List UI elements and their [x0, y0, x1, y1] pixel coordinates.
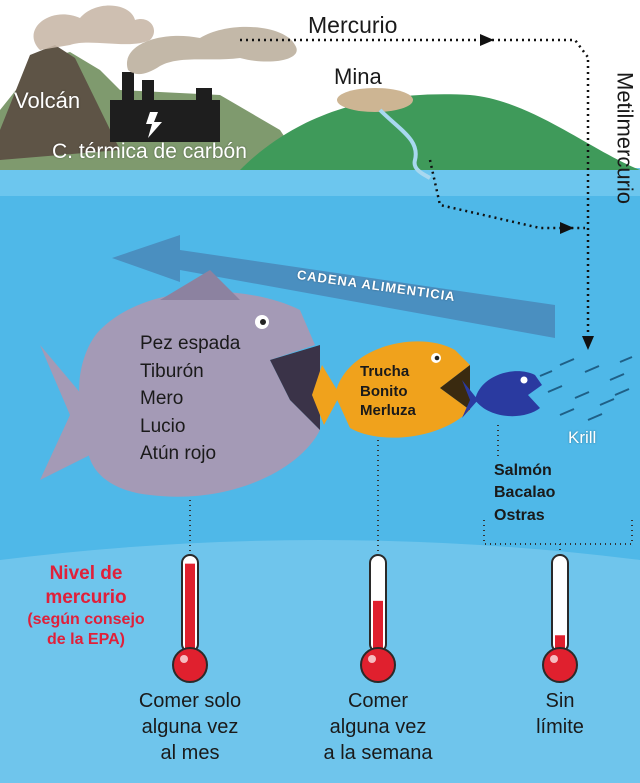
- food-chain-arrow: [112, 235, 555, 338]
- mercury-level-title: Nivel de mercurio (según consejo de la E…: [6, 562, 166, 650]
- thermometer-bulb: [172, 647, 208, 683]
- volcano: [0, 45, 120, 160]
- volcano-smoke: [33, 5, 155, 50]
- small-fish: [462, 371, 542, 418]
- thermometer-bulb: [542, 647, 578, 683]
- large-fish-item: Pez espada: [140, 333, 241, 354]
- mercury-level-title-line: mercurio: [45, 586, 127, 608]
- large-fish-item: Mero: [140, 388, 184, 410]
- mine-label: Mina: [334, 64, 382, 89]
- plant-smoke: [126, 26, 297, 75]
- mercury-level-title-line: Nivel de: [49, 563, 123, 584]
- medium-fish-item: Bonito: [360, 382, 408, 400]
- ocean-light-band: [0, 168, 640, 196]
- thermometer-2-caption: Comer alguna vez a la semana: [300, 688, 456, 766]
- medium-fish-item: Merluza: [360, 402, 416, 419]
- thermometer-bulb-highlight: [180, 655, 188, 663]
- large-fish-item: Tiburón: [140, 360, 204, 382]
- thermometer-bulb-highlight: [368, 655, 376, 663]
- thermometer-mercury-fill: [373, 600, 383, 652]
- mine-hill: [240, 94, 640, 170]
- mine-flow-arrow: [428, 159, 585, 230]
- thermometer-bulb: [360, 647, 396, 683]
- small-fish-item: Ostras: [494, 506, 545, 524]
- thermometers: [172, 554, 578, 683]
- caption-line: al mes: [160, 742, 220, 764]
- large-fish-item: Atún rojo: [140, 443, 217, 465]
- mercury-arrow-head: [480, 34, 494, 46]
- medium-fish-list: Trucha Bonito Merluza: [360, 362, 416, 421]
- caption-line: límite: [536, 716, 584, 738]
- small-fish-item: Bacalao: [494, 484, 556, 502]
- thermometer-3-caption: Sin límite: [500, 688, 620, 740]
- thermometer-bulb-highlight: [550, 655, 558, 663]
- mercury-level-title-line: de la EPA): [47, 630, 125, 648]
- power-plant: [110, 72, 220, 142]
- medium-fish: [312, 341, 470, 438]
- thermometer-mercury-fill: [185, 563, 195, 652]
- methylmercury-arrow-head: [582, 336, 594, 350]
- mercury-flow-label: Mercurio: [308, 12, 398, 38]
- krill-swarm: [539, 356, 633, 421]
- large-fish-item: Lucio: [140, 415, 186, 437]
- caption-line: alguna vez: [141, 716, 239, 738]
- ocean-glow: [0, 540, 640, 783]
- medium-fish-item: Trucha: [360, 363, 410, 380]
- thermometer-1-caption: Comer solo alguna vez al mes: [112, 688, 268, 766]
- small-fish-item: Salmón: [494, 462, 552, 479]
- caption-line: alguna vez: [329, 716, 427, 738]
- caption-line: Comer solo: [138, 690, 242, 712]
- mercury-level-title-line: (según consejo: [27, 610, 145, 628]
- caption-line: Comer: [347, 690, 408, 712]
- caption-line: a la semana: [323, 742, 433, 764]
- methylmercury-flow-label: Metilmercurio: [612, 72, 638, 205]
- mine-flow-arrow-head: [560, 222, 574, 234]
- thermometer-mercury-fill: [555, 635, 565, 652]
- krill-label: Krill: [568, 428, 597, 447]
- small-fish-list: Salmón Bacalao Ostras: [494, 460, 555, 527]
- volcano-label: Volcán: [14, 88, 81, 113]
- caption-line: Sin: [545, 690, 575, 712]
- power-plant-label: C. térmica de carbón: [52, 140, 247, 163]
- large-fish: [40, 270, 320, 497]
- mine-runoff-stream: [378, 108, 432, 180]
- large-fish-list: Pez espada Tiburón Mero Lucio Atún rojo: [140, 330, 240, 468]
- mine-pit: [337, 88, 413, 112]
